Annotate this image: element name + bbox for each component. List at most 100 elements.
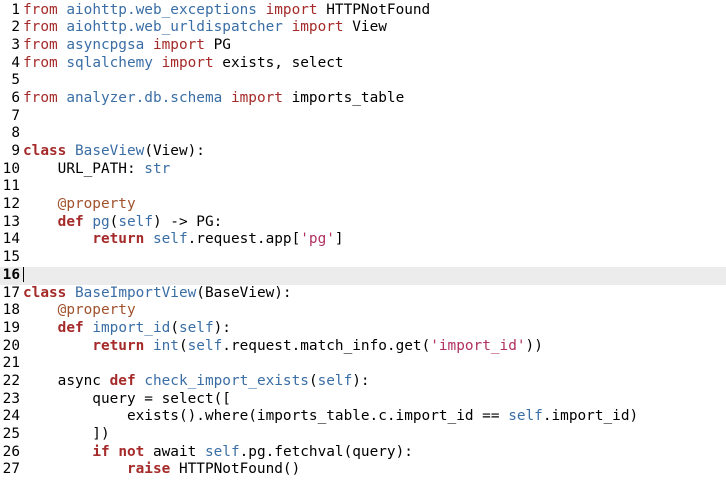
- code-token: from: [23, 19, 58, 36]
- code-token: [23, 320, 58, 336]
- code-token: HTTPNotFound(): [170, 461, 301, 478]
- code-token: raise: [126, 461, 171, 478]
- code-token: exists, select: [213, 54, 344, 71]
- code-token: def: [109, 372, 136, 389]
- code-token: from: [23, 54, 58, 71]
- line-number: 27: [2, 461, 20, 478]
- code-line[interactable]: 23 query = select([: [0, 391, 726, 409]
- code-line[interactable]: 26 if not await self.pg.fetchval(query):: [0, 444, 726, 462]
- code-token: [144, 37, 153, 53]
- code-token: )): [525, 337, 543, 354]
- code-token: View: [343, 19, 387, 36]
- code-token: [23, 302, 58, 318]
- code-token: import: [291, 19, 344, 36]
- code-token: .pg.fetchval(query):: [239, 443, 413, 460]
- code-token: self: [118, 213, 153, 230]
- code-text: def pg(self) -> PG:: [23, 213, 223, 230]
- code-token: [66, 285, 75, 301]
- code-text: def import_id(self):: [23, 320, 231, 336]
- code-token: .request.app[: [187, 231, 301, 248]
- code-token: (View):: [144, 143, 205, 159]
- line-number: 3: [11, 36, 20, 53]
- line-number: 20: [2, 337, 20, 354]
- code-token: [23, 214, 58, 230]
- code-token: class: [23, 284, 67, 301]
- code-token: analyzer.db.schema: [66, 89, 223, 106]
- line-number: 23: [2, 390, 20, 407]
- code-token: self: [152, 231, 188, 248]
- code-token: self: [317, 372, 353, 389]
- code-line[interactable]: 7: [0, 108, 726, 126]
- code-token: [144, 231, 153, 247]
- code-token: aiohttp.web_exceptions: [66, 1, 257, 18]
- code-token: HTTPNotFound: [317, 1, 431, 18]
- code-token: class: [23, 143, 67, 159]
- code-token: import: [230, 89, 283, 106]
- code-token: [23, 444, 92, 460]
- code-line[interactable]: 18 @property: [0, 302, 726, 320]
- code-line[interactable]: 24 exists().where(imports_table.c.import…: [0, 408, 726, 426]
- code-token: [283, 19, 292, 35]
- line-number: 10: [2, 160, 20, 177]
- code-line[interactable]: 14 return self.request.app['pg']: [0, 231, 726, 249]
- code-token: from: [23, 89, 58, 106]
- code-token: (: [170, 319, 179, 336]
- code-token: aiohttp.web_urldispatcher: [66, 19, 283, 36]
- code-line[interactable]: 19 def import_id(self):: [0, 320, 726, 338]
- code-token: [153, 55, 162, 71]
- code-line[interactable]: 10 URL_PATH: str: [0, 161, 726, 179]
- code-line[interactable]: 11: [0, 178, 726, 196]
- code-token: [144, 338, 153, 354]
- code-text: [23, 267, 24, 283]
- code-token: imports_table: [282, 89, 405, 106]
- code-token: pg: [92, 213, 110, 230]
- code-line[interactable]: 22 async def check_import_exists(self):: [0, 373, 726, 391]
- line-number: 21: [2, 355, 20, 372]
- line-number: 6: [11, 89, 20, 106]
- code-text: raise HTTPNotFound(): [23, 461, 300, 477]
- code-token: import: [161, 54, 214, 71]
- code-line[interactable]: 8: [0, 125, 726, 143]
- code-text: async def check_import_exists(self):: [23, 373, 370, 389]
- code-line[interactable]: 5: [0, 72, 726, 90]
- code-token: str: [144, 160, 171, 177]
- code-token: self: [204, 443, 240, 460]
- code-token: async: [23, 372, 110, 389]
- code-token: BaseImportView: [75, 284, 197, 301]
- code-token: [136, 373, 145, 389]
- line-number: 26: [2, 443, 20, 460]
- code-line[interactable]: 12 @property: [0, 196, 726, 214]
- code-text: from sqlalchemy import exists, select: [23, 55, 344, 71]
- line-number: 11: [2, 178, 20, 195]
- line-number: 8: [11, 125, 20, 142]
- code-token: @property: [57, 302, 136, 319]
- code-token: ):: [213, 319, 231, 336]
- code-token: ]): [23, 426, 110, 442]
- code-token: [23, 461, 127, 477]
- code-token: [110, 444, 119, 460]
- code-token: @property: [57, 196, 136, 213]
- code-token: check_import_exists: [144, 372, 309, 389]
- code-line[interactable]: 15: [0, 249, 726, 267]
- code-line[interactable]: 27 raise HTTPNotFound(): [0, 461, 726, 479]
- line-number: 14: [2, 231, 20, 248]
- code-text: return int(self.request.match_info.get('…: [23, 338, 543, 354]
- code-line[interactable]: 20 return int(self.request.match_info.ge…: [0, 338, 726, 356]
- code-line[interactable]: 25 ]): [0, 426, 726, 444]
- code-line[interactable]: 21: [0, 355, 726, 373]
- code-line[interactable]: 13 def pg(self) -> PG:: [0, 214, 726, 232]
- code-token: from: [23, 36, 58, 53]
- line-number: 4: [11, 54, 20, 71]
- code-token: (: [109, 213, 119, 230]
- code-line[interactable]: 16: [0, 266, 726, 285]
- line-number: 9: [11, 143, 20, 159]
- line-number: 22: [2, 372, 20, 389]
